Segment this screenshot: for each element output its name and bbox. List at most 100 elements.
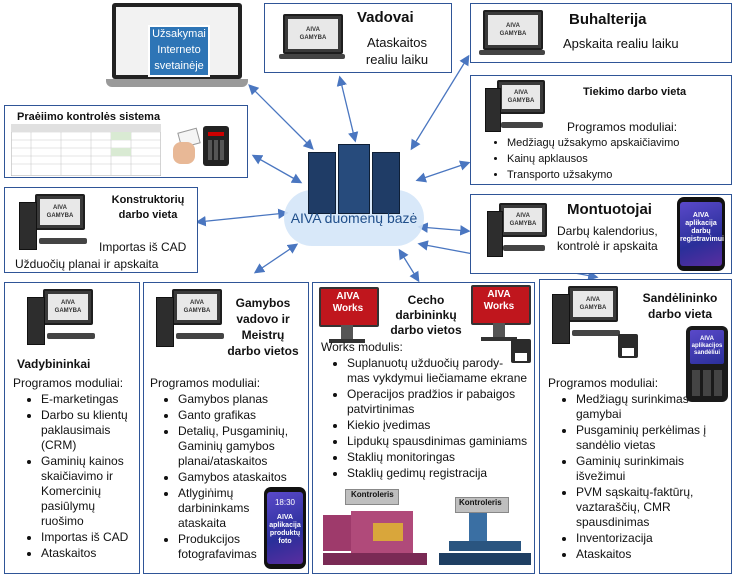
vadybininkai-module-list: E-marketingas Darbo su klientų paklausim… xyxy=(25,392,151,562)
arrow-montuotojai xyxy=(417,222,471,236)
sandelininko-box: AIVA GAMYBA Sandėlininko darbo vieta AIV… xyxy=(539,279,732,574)
hand-card-icon xyxy=(173,127,201,164)
server-rack-icon xyxy=(338,144,370,214)
buhalterija-box: AIVA GAMYBA Buhalterija Apskaita realiu … xyxy=(470,3,732,63)
arrow-vadovai xyxy=(336,75,359,143)
vadovai-box: AIVA GAMYBA Vadovai Ataskaitos realiu la… xyxy=(264,3,452,73)
works-terminal-icon xyxy=(319,287,379,343)
list-item: Lipdukų spausdinimas gaminiams xyxy=(347,434,547,449)
list-item: Staklių gedimų registracija xyxy=(347,466,547,481)
praeimo-title: Praėiimo kontrolės sistema xyxy=(17,111,161,123)
works-label: AIVA Works xyxy=(483,289,515,312)
website-banner-text: Užsakymai Interneto svetainėje xyxy=(152,28,206,72)
list-item: E-marketingas xyxy=(41,392,151,407)
desktop-computer-icon: AIVA GAMYBA xyxy=(19,289,99,349)
gamybos-title: Gamybos vadovo ir Meistrų darbo vietos xyxy=(227,296,299,358)
laptop-icon: AIVA GAMYBA xyxy=(279,14,345,60)
praeimo-box: Praėiimo kontrolės sistema xyxy=(4,105,248,178)
list-item: Transporto užsakymo xyxy=(507,168,679,183)
list-item: Operacijos pradžios ir pabaigos patvirti… xyxy=(347,387,547,417)
phone-time: 18:30 xyxy=(274,498,296,507)
arrow-vadybininkai xyxy=(253,243,299,274)
tiekimo-modules-heading: Programos moduliai: xyxy=(567,120,678,134)
gamybos-module-list: Gamybos planas Ganto grafikas Detalių, P… xyxy=(162,392,322,563)
list-item: Ataskaitos xyxy=(576,547,734,562)
gamybos-box: AIVA GAMYBA Gamybos vadovo ir Meistrų da… xyxy=(143,282,309,574)
vadovai-title: Vadovai xyxy=(357,9,414,26)
desktop-computer-icon: AIVA GAMYBA xyxy=(544,286,624,348)
sandelininko-title: Sandėlininko darbo vieta xyxy=(642,291,718,321)
desktop-computer-icon: AIVA GAMYBA xyxy=(11,194,91,254)
list-item: Pusgaminių perkėlimas į sandėlio vietas xyxy=(576,423,734,453)
montuotojai-title: Montuotojai xyxy=(567,201,652,218)
tiekimo-module-list: Medžiagų užsakymo apskaičiavimo Kainų ap… xyxy=(491,136,679,184)
desktop-computer-icon: AIVA GAMYBA xyxy=(481,203,551,261)
cecho-modules-heading: Works modulis: xyxy=(321,340,403,354)
list-item: Darbo su klientų paklausimais (CRM) xyxy=(41,408,151,453)
database-label: AIVA duomenų bazė xyxy=(290,210,418,226)
list-item: Inventorizacija xyxy=(576,531,734,546)
buhalterija-title: Buhalterija xyxy=(569,11,647,28)
konstruktoriu-box: AIVA GAMYBA Konstruktorių darbo vieta Im… xyxy=(4,187,198,273)
list-item: Produkcijos fotografavimas xyxy=(178,532,322,562)
desktop-computer-icon: AIVA GAMYBA xyxy=(479,80,549,136)
gamybos-phone-icon: 18:30 AIVA aplikacija produktų foto xyxy=(264,487,306,569)
gamybos-modules-heading: Programos moduliai: xyxy=(150,376,261,390)
cnc-machine-icon xyxy=(439,497,531,567)
vadovai-subtitle: Ataskaitos realiu laiku xyxy=(365,35,429,67)
list-item: Kiekio įvedimas xyxy=(347,418,547,433)
arrow-tiekimo xyxy=(415,160,471,183)
server-rack-icon xyxy=(372,152,400,214)
list-item: Gaminių surinkimais išvežimui xyxy=(576,454,734,484)
cnc-machine-icon xyxy=(323,489,427,567)
cecho-title: Cecho darbininkų darbo vietos xyxy=(390,293,462,337)
list-item: Gamybos ataskaitos xyxy=(178,470,322,485)
attendance-table-preview xyxy=(11,124,161,176)
kontroleris-label: Kontroleris xyxy=(459,498,502,507)
sandelininko-module-list: Medžiagų surinkimas gamybai Pusgaminių p… xyxy=(560,392,734,563)
konstruktoriu-title: Konstruktorių darbo vieta xyxy=(111,194,185,221)
vadybininkai-modules-heading: Programos moduliai: xyxy=(13,376,124,390)
server-rack-icon xyxy=(308,152,336,214)
website-banner xyxy=(148,25,210,77)
desktop-computer-icon: AIVA GAMYBA xyxy=(148,289,228,351)
laptop-base xyxy=(106,79,248,87)
laptop-icon: AIVA GAMYBA xyxy=(479,10,545,56)
database-hub: AIVA duomenų bazė xyxy=(284,144,424,254)
arrow-buhalterija xyxy=(410,54,470,151)
cecho-module-list: Suplanuotų užduočių parody- mas vykdymui… xyxy=(331,356,547,482)
list-item: Suplanuotų užduočių parody- mas vykdymui… xyxy=(347,356,547,386)
kontroleris-label: Kontroleris xyxy=(351,490,394,499)
card-reader-icon xyxy=(203,126,229,166)
website-laptop: Užsakymai Interneto svetainėje xyxy=(106,3,248,89)
sandelininko-modules-heading: Programos moduliai: xyxy=(548,376,659,390)
list-item: Detalių, Pusgaminių, Gaminių gamybos pla… xyxy=(178,424,322,469)
konstruktoriu-line1: Importas iš CAD xyxy=(99,240,187,254)
vadybininkai-title: Vadybininkai xyxy=(17,357,91,371)
list-item: PVM sąskaitų-faktūrų, vaztaraščių, CMR s… xyxy=(576,485,734,530)
list-item: Gaminių kainos skaičiavimo ir Komercinių… xyxy=(41,454,151,529)
buhalterija-subtitle: Apskaita realiu laiku xyxy=(563,36,679,51)
handheld-scanner-icon: AIVA aplikacijos sandėliui xyxy=(686,326,728,402)
tiekimo-box: AIVA GAMYBA Tiekimo darbo vieta Programo… xyxy=(470,75,732,185)
list-item: Medžiagų surinkimas gamybai xyxy=(576,392,734,422)
list-item: Gamybos planas xyxy=(178,392,322,407)
arrow-konstruktoriu xyxy=(195,208,289,227)
list-item: Kainų apklausos xyxy=(507,152,679,167)
vadybininkai-box: AIVA GAMYBA Vadybininkai Programos modul… xyxy=(4,282,140,574)
list-item: Ganto grafikas xyxy=(178,408,322,423)
works-label: AIVA Works xyxy=(332,291,364,314)
montuotojai-subtitle: Darbų kalendorius, kontrolė ir apskaita xyxy=(557,224,658,253)
konstruktoriu-line2: Užduočių planai ir apskaita xyxy=(15,257,159,271)
label-printer-icon xyxy=(618,334,638,358)
montuotojai-box: AIVA GAMYBA Montuotojai Darbų kalendoriu… xyxy=(470,194,732,274)
list-item: Staklių monitoringas xyxy=(347,450,547,465)
cecho-box: AIVA Works Cecho darbininkų darbo vietos… xyxy=(312,282,535,574)
arrow-praeimo xyxy=(251,154,303,184)
arrow-cecho xyxy=(398,248,420,283)
tiekimo-title: Tiekimo darbo vieta xyxy=(583,86,687,98)
list-item: Medžiagų užsakymo apskaičiavimo xyxy=(507,136,679,151)
list-item: Ataskaitos xyxy=(41,546,151,561)
montuotojai-phone-icon: AIVA aplikacija darbų registravimui xyxy=(677,197,725,271)
label-printer-icon xyxy=(511,339,531,363)
